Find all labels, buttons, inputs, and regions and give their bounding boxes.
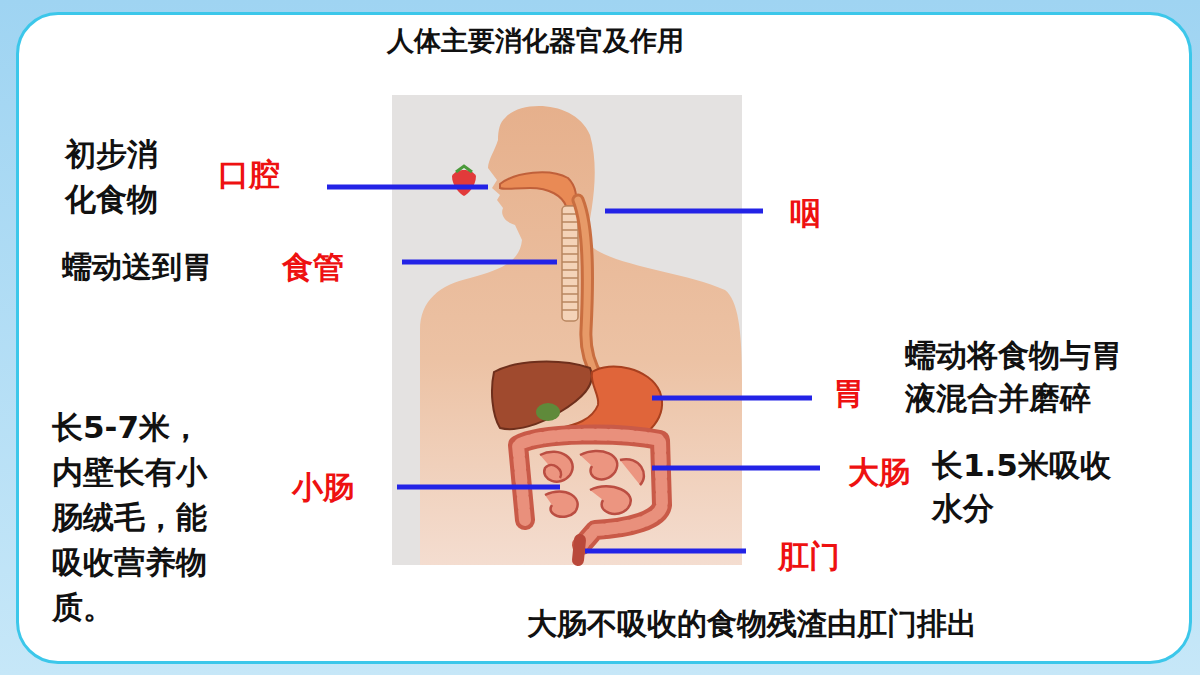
strawberry <box>452 170 476 196</box>
leader-line <box>397 485 560 490</box>
leader-line <box>585 549 746 554</box>
esophagus <box>578 200 598 378</box>
body-silhouette <box>420 106 742 565</box>
organ-name: 大肠 <box>848 451 910 494</box>
small-intestine <box>540 451 644 517</box>
mouth-cavity <box>500 172 576 206</box>
leader-line <box>402 260 557 265</box>
function-note: 长5-7米，内壁长有小肠绒毛，能吸收营养物质。 <box>52 405 212 630</box>
strawberry-leaf <box>456 166 472 172</box>
function-note: 蠕动将食物与胃液混合并磨碎 <box>905 334 1125 421</box>
function-note: 长1.5米吸收水分 <box>932 444 1124 531</box>
rectum <box>578 540 580 560</box>
large-intestine <box>518 435 662 545</box>
trachea <box>562 206 578 321</box>
organ-name: 食管 <box>282 246 344 289</box>
leader-lines <box>327 187 820 551</box>
organ-name: 咽 <box>790 192 821 235</box>
leader-line <box>652 466 820 471</box>
leader-line <box>605 209 763 214</box>
leader-line <box>652 396 812 401</box>
picture-ground <box>392 95 742 565</box>
organ-name: 口腔 <box>218 153 280 196</box>
liver <box>492 362 592 430</box>
organ-name: 肛门 <box>778 535 840 578</box>
large-intestine-folds <box>518 435 662 545</box>
bottom-note: 大肠不吸收的食物残渣由肛门排出 <box>527 603 977 645</box>
leader-line <box>327 185 488 190</box>
organ-name: 小肠 <box>292 466 354 509</box>
esophagus-inner <box>578 200 598 378</box>
function-note: 初步消化食物 <box>65 132 161 222</box>
slide-title: 人体主要消化器官及作用 <box>387 22 684 60</box>
gallbladder <box>536 403 560 421</box>
organ-name: 胃 <box>833 372 864 415</box>
trachea-rings <box>562 214 578 310</box>
function-note: 蠕动送到胃 <box>62 246 212 288</box>
